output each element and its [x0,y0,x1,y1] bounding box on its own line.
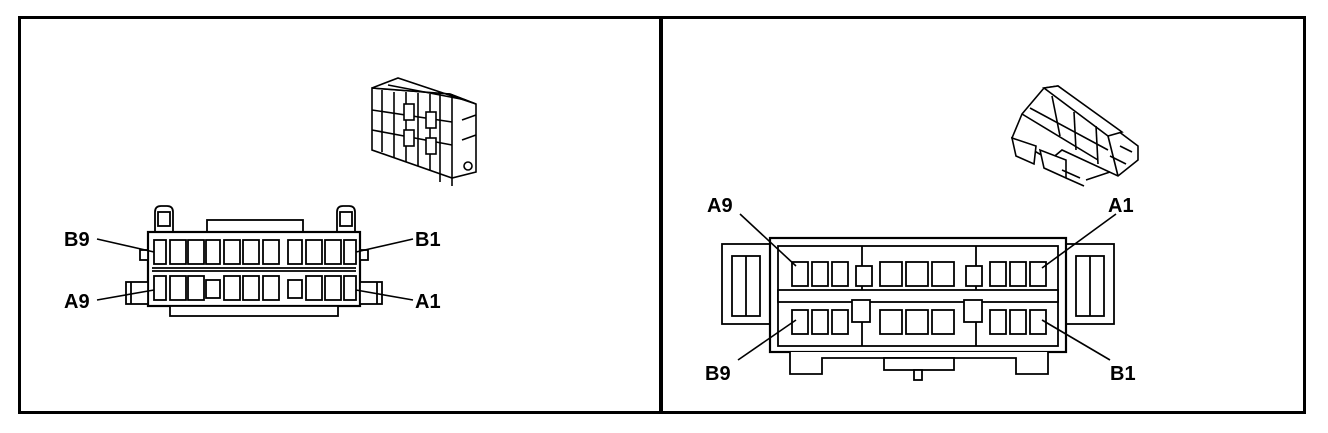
left-connector-face [125,205,383,317]
right-label-bottom-right: B1 [1110,363,1136,385]
right-connector-face [721,236,1115,381]
left-label-bottom-right: A1 [415,291,441,313]
right-label-top-right: A1 [1108,195,1134,217]
right-connector-isometric [1010,85,1139,187]
left-leader-lines [96,238,414,301]
right-panel: A9 A1 B9 B1 [705,85,1139,385]
right-label-top-left: A9 [707,195,733,217]
left-label-top-left: B9 [64,229,90,251]
left-label-bottom-left: A9 [64,291,90,313]
left-connector-isometric [371,77,477,186]
right-leader-lines [737,213,1117,361]
right-label-bottom-left: B9 [705,363,731,385]
left-label-top-right: B1 [415,229,441,251]
left-panel: B9 B1 A9 A1 [64,77,477,317]
